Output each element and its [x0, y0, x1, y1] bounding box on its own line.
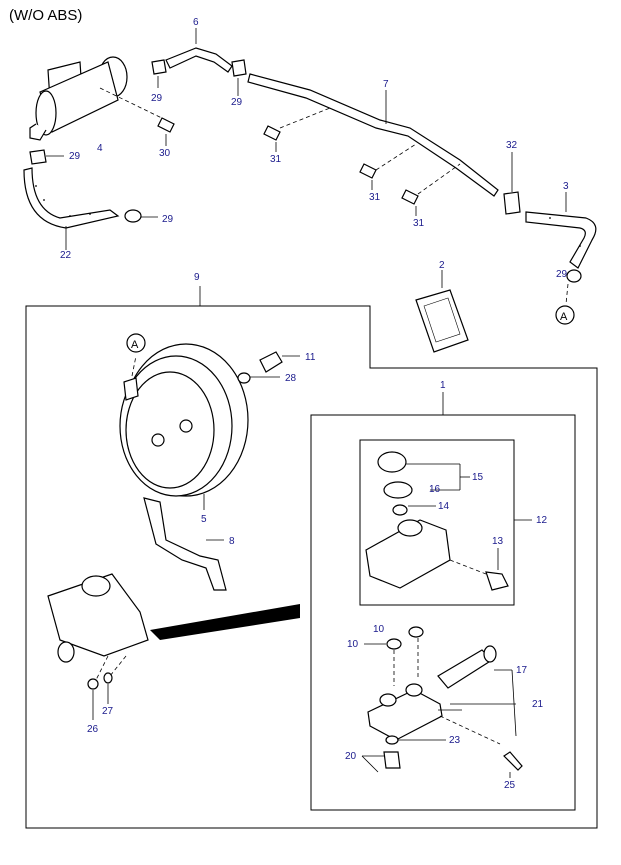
callout-11: 11 — [305, 352, 316, 363]
screw-part-25 — [503, 751, 523, 778]
callout-9: 9 — [194, 272, 200, 283]
callout-29-e: 29 — [556, 269, 568, 280]
clip-part-29-e — [565, 269, 582, 305]
master-cylinder-body-part-1 — [367, 683, 501, 745]
marker-a-bottom — [555, 305, 575, 325]
callout-29-a: 29 — [69, 151, 81, 162]
seal-part-10-b — [364, 638, 402, 650]
callout-32: 32 — [506, 140, 518, 151]
callout-15: 15 — [472, 472, 484, 483]
seal-part-10-a — [408, 626, 424, 638]
callout-8: 8 — [229, 536, 235, 547]
valve-part-11 — [259, 351, 300, 373]
bolt-part-30 — [157, 117, 175, 146]
callout-29-c: 29 — [151, 93, 163, 104]
assembly-box-9 — [25, 286, 598, 829]
callout-7: 7 — [383, 79, 389, 90]
bolt-part-20 — [361, 751, 401, 773]
marker-a-top-label: A — [131, 339, 139, 351]
callout-2: 2 — [439, 260, 445, 271]
marker-a-top — [126, 333, 146, 353]
callout-21: 21 — [532, 699, 544, 710]
bolt-part-31-a — [263, 125, 281, 152]
callout-20: 20 — [345, 751, 357, 762]
clip-part-29-a — [29, 149, 64, 165]
callout-17: 17 — [516, 665, 528, 676]
callout-30: 30 — [159, 148, 171, 159]
clip-part-32 — [503, 152, 521, 215]
callout-23: 23 — [449, 735, 461, 746]
clip-part-29-d — [231, 59, 247, 96]
strainer-part-16 — [383, 481, 413, 499]
master-cylinder-left — [47, 573, 300, 681]
callout-31-a: 31 — [270, 154, 282, 165]
callout-31-b: 31 — [369, 192, 381, 203]
callout-3: 3 — [563, 181, 569, 192]
canister-part-4 — [29, 56, 171, 141]
hose-part-3 — [525, 192, 597, 269]
callout-1: 1 — [440, 380, 446, 391]
callout-26: 26 — [87, 724, 99, 735]
callout-labels: 6 7 29 29 4 29 30 31 32 3 31 31 29 22 2 … — [60, 17, 569, 791]
bracket-part-8 — [143, 497, 227, 591]
callout-4: 4 — [97, 143, 103, 154]
diagram-title: (W/O ABS) — [9, 7, 83, 24]
callout-13: 13 — [492, 536, 504, 547]
nut-part-26 — [87, 678, 99, 720]
piston-part-17 — [437, 645, 517, 737]
bolt-part-31-c — [401, 189, 419, 216]
assembly-box-1 — [310, 392, 576, 811]
clip-part-29-b — [124, 209, 158, 223]
clip-part-29-c — [151, 59, 167, 88]
reservoir-part-12 — [365, 519, 487, 589]
callout-28: 28 — [285, 373, 297, 384]
callout-22: 22 — [60, 250, 72, 261]
hose-part-13 — [485, 548, 509, 591]
hose-part-22 — [23, 167, 120, 250]
callout-25: 25 — [504, 780, 516, 791]
gasket-part-2 — [415, 270, 469, 353]
washer-part-23 — [385, 735, 446, 745]
reservoir-cap-part-15 — [377, 451, 470, 491]
callout-6: 6 — [193, 17, 199, 28]
callout-31-c: 31 — [413, 218, 425, 229]
washer-part-27 — [103, 672, 113, 704]
callout-12: 12 — [536, 515, 548, 526]
callout-27: 27 — [102, 706, 114, 717]
bolt-part-31-b — [359, 163, 377, 190]
grommet-part-28 — [237, 372, 280, 384]
float-part-14 — [392, 504, 436, 516]
brake-booster-part-5 — [119, 343, 249, 510]
callout-16: 16 — [429, 484, 441, 495]
callout-14: 14 — [438, 501, 450, 512]
marker-a-bottom-label: A — [560, 311, 568, 323]
callout-5: 5 — [201, 514, 207, 525]
callout-10-a: 10 — [373, 624, 385, 635]
hose-part-6 — [165, 28, 233, 73]
vacuum-pipe-part-7 — [247, 73, 499, 197]
assembly-box-12 — [359, 439, 532, 606]
callout-29-d: 29 — [231, 97, 243, 108]
callout-10-b: 10 — [347, 639, 359, 650]
callout-29-b: 29 — [162, 214, 174, 225]
